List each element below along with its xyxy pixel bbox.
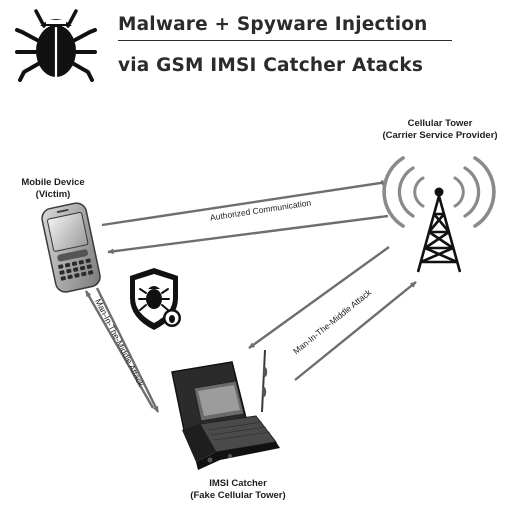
radio-tower-icon (382, 156, 496, 273)
title-divider (118, 40, 452, 42)
edge-mitm-catcher-to-mobile (84, 290, 155, 409)
edge-authorized-to-mobile (107, 214, 389, 255)
cellular-tower-role: (Carrier Service Provider) (382, 129, 498, 141)
edge-mitm-catcher-to-tower (294, 281, 417, 381)
imsi-catcher-label: IMSI Catcher (Fake Cellular Tower) (168, 478, 308, 501)
cellular-tower-name: Cellular Tower (407, 118, 473, 129)
label-mitm-right: Man-In-The-Middle Attack (291, 287, 374, 356)
cellular-tower-label: Cellular Tower (Carrier Service Provider… (372, 118, 508, 141)
mobile-device-label: Mobile Device (Victim) (12, 177, 94, 200)
imsi-catcher-role: (Fake Cellular Tower) (190, 489, 286, 501)
edge-authorized-to-tower (101, 180, 388, 227)
edge-mitm-tower-to-catcher (248, 246, 390, 349)
shield-bug-icon (130, 268, 181, 330)
smartphone-icon (41, 202, 101, 293)
mobile-device-name: Mobile Device (21, 177, 85, 188)
mobile-device-role: (Victim) (35, 188, 71, 200)
imsi-catcher-name: IMSI Catcher (209, 478, 267, 489)
bug-icon (15, 9, 97, 82)
edge-mitm-mobile-to-catcher (95, 287, 160, 413)
title-line-1: Malware + Spyware Injection (118, 14, 428, 35)
title-line-2: via GSM IMSI Catcher Atacks (118, 55, 424, 76)
laptop-case-icon (171, 349, 280, 470)
